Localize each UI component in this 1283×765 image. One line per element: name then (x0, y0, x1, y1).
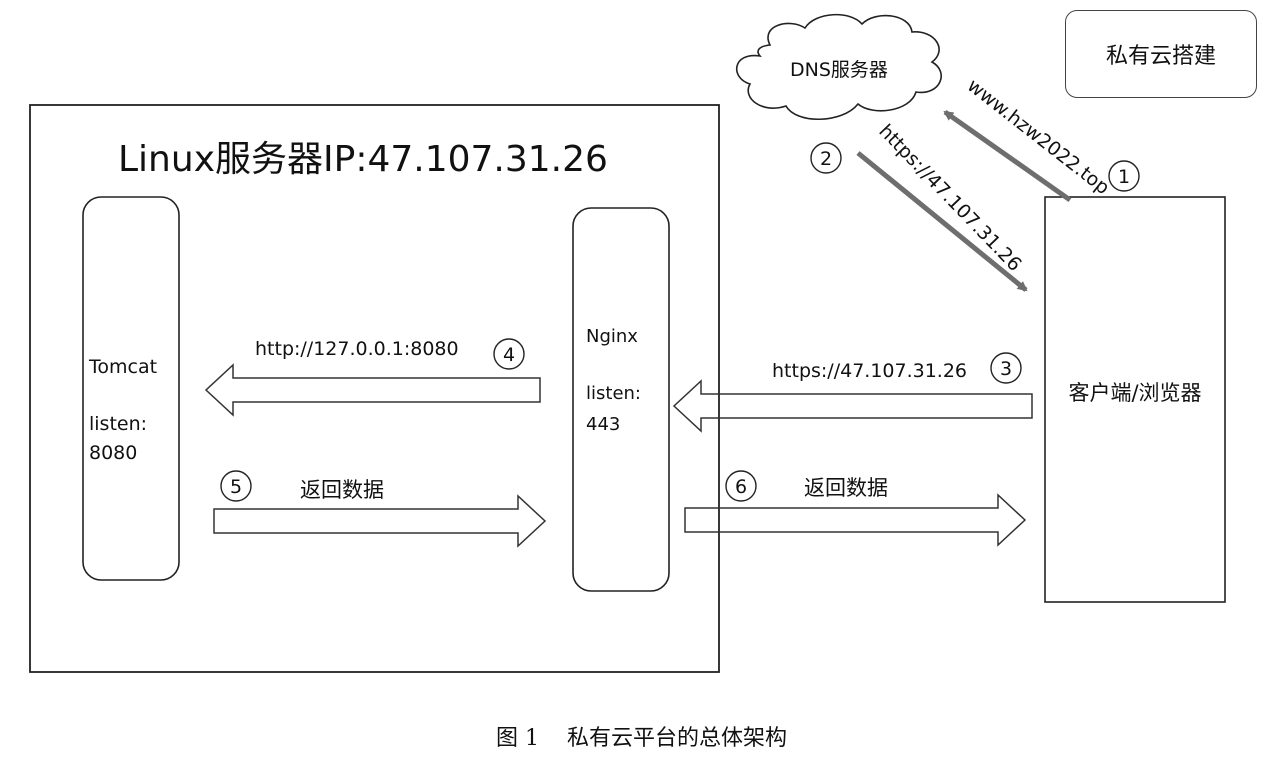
step-5-circle (220, 470, 252, 502)
step-5-label: 返回数据 (300, 478, 384, 502)
arrow-nginx-to-client (684, 493, 1027, 547)
step-3-circle (990, 352, 1022, 384)
client-box (1044, 196, 1226, 603)
arrow-client-to-nginx (672, 379, 1033, 433)
nginx-port: 443 (586, 414, 620, 435)
nginx-listen: listen: (586, 383, 641, 404)
step-2-label: https://47.107.31.26 (874, 120, 1025, 276)
nginx-name: Nginx (586, 326, 638, 347)
tomcat-port: 8080 (89, 442, 137, 464)
server-title: Linux服务器IP:47.107.31.26 (118, 139, 608, 180)
figure-title: 私有云平台的总体架构 (566, 726, 787, 751)
dns-label: DNS服务器 (790, 59, 888, 81)
step-6-number: 6 (735, 476, 747, 498)
step-2-number: 2 (820, 148, 832, 170)
nginx-box (572, 207, 670, 592)
figure-number: 图 1 (495, 726, 539, 751)
step-3-number: 3 (1000, 358, 1012, 380)
step-6-circle (725, 470, 757, 502)
figure-caption: 图 1 私有云平台的总体架构 (0, 720, 1283, 752)
step-4-label: http://127.0.0.1:8080 (255, 338, 459, 360)
arrow-nginx-to-tomcat (204, 363, 541, 417)
arrow-client-to-dns (943, 109, 1072, 203)
step-3-label: https://47.107.31.26 (772, 360, 967, 382)
linux-server-box (29, 104, 720, 673)
step-2-circle (810, 142, 842, 174)
client-label: 客户端/浏览器 (1068, 381, 1201, 405)
arrow-tomcat-to-nginx (213, 494, 547, 548)
arrow-dns-to-client (856, 151, 1028, 292)
step-5-number: 5 (230, 476, 242, 498)
title-box: 私有云搭建 (1065, 10, 1257, 98)
step-1-circle (1108, 160, 1140, 192)
step-4-number: 4 (503, 344, 515, 366)
step-4-circle (493, 338, 525, 370)
step-6-label: 返回数据 (804, 476, 888, 500)
tomcat-listen: listen: (89, 413, 147, 435)
tomcat-box (82, 196, 180, 581)
dns-cloud (735, 13, 942, 121)
step-1-number: 1 (1118, 166, 1130, 188)
tomcat-name: Tomcat (88, 356, 157, 378)
title-box-label: 私有云搭建 (1105, 44, 1216, 69)
